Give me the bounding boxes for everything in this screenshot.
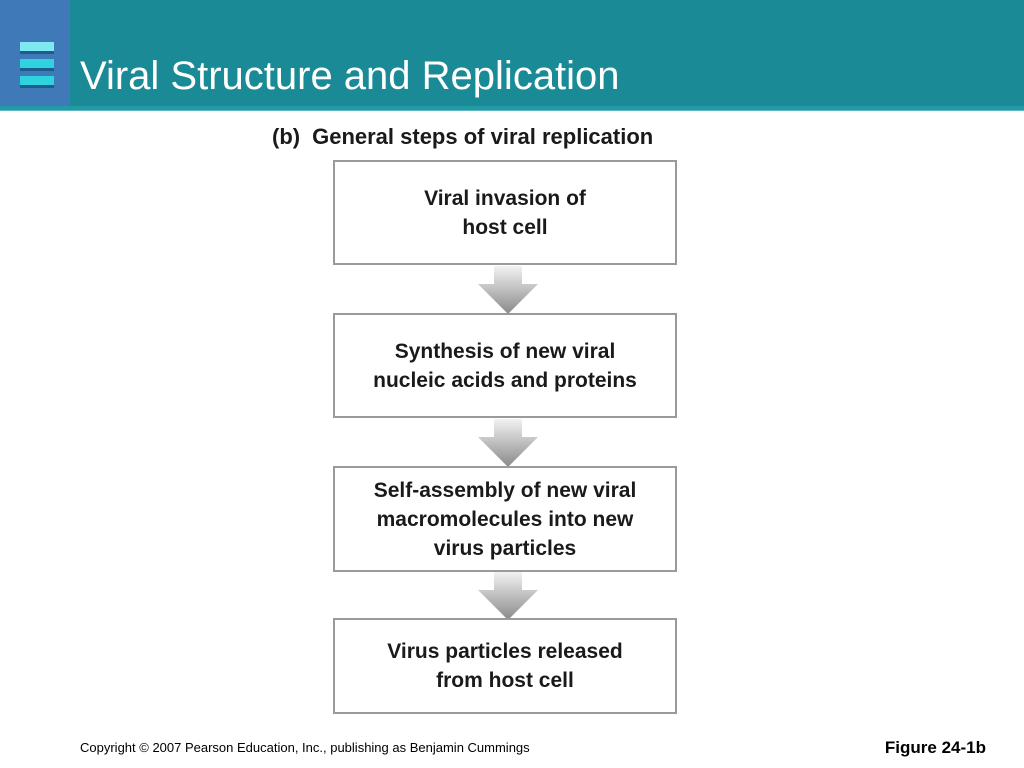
flow-step-box: Synthesis of new viral nucleic acids and… [333, 313, 677, 418]
title-bar: Viral Structure and Replication [0, 0, 1024, 106]
flow-step-text: Virus particles released from host cell [387, 640, 623, 692]
flow-step-text: Synthesis of new viral nucleic acids and… [373, 339, 637, 392]
figure-heading-text: General steps of viral replication [312, 124, 654, 149]
logo-bar [20, 42, 54, 54]
flow-step-box: Self-assembly of new viral macromolecule… [333, 466, 677, 572]
down-arrow-icon [478, 572, 538, 620]
slide-title: Viral Structure and Replication [80, 54, 620, 98]
down-arrow-icon [478, 419, 538, 467]
flow-step-text: Self-assembly of new viral macromolecule… [373, 478, 637, 560]
figure-heading: (b) General steps of viral replication [272, 124, 653, 150]
flow-step-text: Viral invasion of host cell [424, 186, 586, 239]
stacked-bars-icon [20, 42, 54, 92]
logo-bar [20, 76, 54, 88]
logo-block [0, 0, 70, 106]
figure-panel-label: (b) [272, 124, 301, 149]
down-arrow-icon [478, 266, 538, 314]
title-bar-underline [0, 106, 1024, 111]
copyright-notice: Copyright © 2007 Pearson Education, Inc.… [80, 740, 530, 755]
logo-bar [20, 59, 54, 71]
figure-number: Figure 24-1b [884, 738, 986, 757]
flow-step-box: Viral invasion of host cell [333, 160, 677, 265]
flow-step-box: Virus particles released from host cell [333, 618, 677, 714]
